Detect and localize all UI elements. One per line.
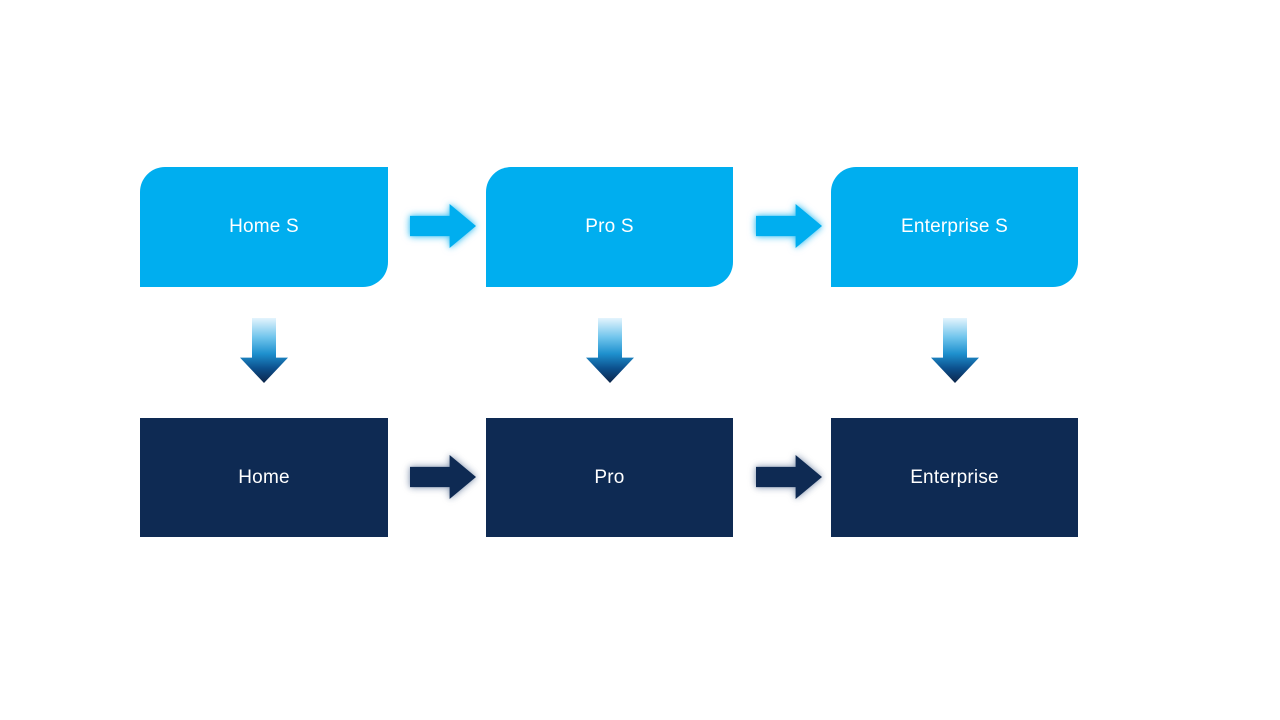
right-arrow-icon bbox=[410, 204, 476, 248]
box-enterprise-s-label: Enterprise S bbox=[901, 216, 1008, 237]
box-home-label: Home bbox=[238, 466, 290, 488]
down-arrow-icon bbox=[240, 318, 288, 383]
box-home: Home bbox=[140, 418, 388, 537]
box-enterprise-label: Enterprise bbox=[910, 466, 999, 488]
box-home-s: Home S bbox=[140, 167, 388, 287]
box-pro-label: Pro bbox=[594, 466, 625, 488]
box-pro-s: Pro S bbox=[486, 167, 733, 287]
down-arrow-icon bbox=[931, 318, 979, 383]
down-arrow-icon bbox=[586, 318, 634, 383]
right-arrow-icon bbox=[756, 455, 822, 499]
box-pro: Pro bbox=[486, 418, 733, 537]
box-home-s-label: Home S bbox=[229, 216, 299, 237]
right-arrow-icon bbox=[756, 204, 822, 248]
box-enterprise-s: Enterprise S bbox=[831, 167, 1078, 287]
box-pro-s-label: Pro S bbox=[585, 216, 634, 237]
box-enterprise: Enterprise bbox=[831, 418, 1078, 537]
right-arrow-icon bbox=[410, 455, 476, 499]
